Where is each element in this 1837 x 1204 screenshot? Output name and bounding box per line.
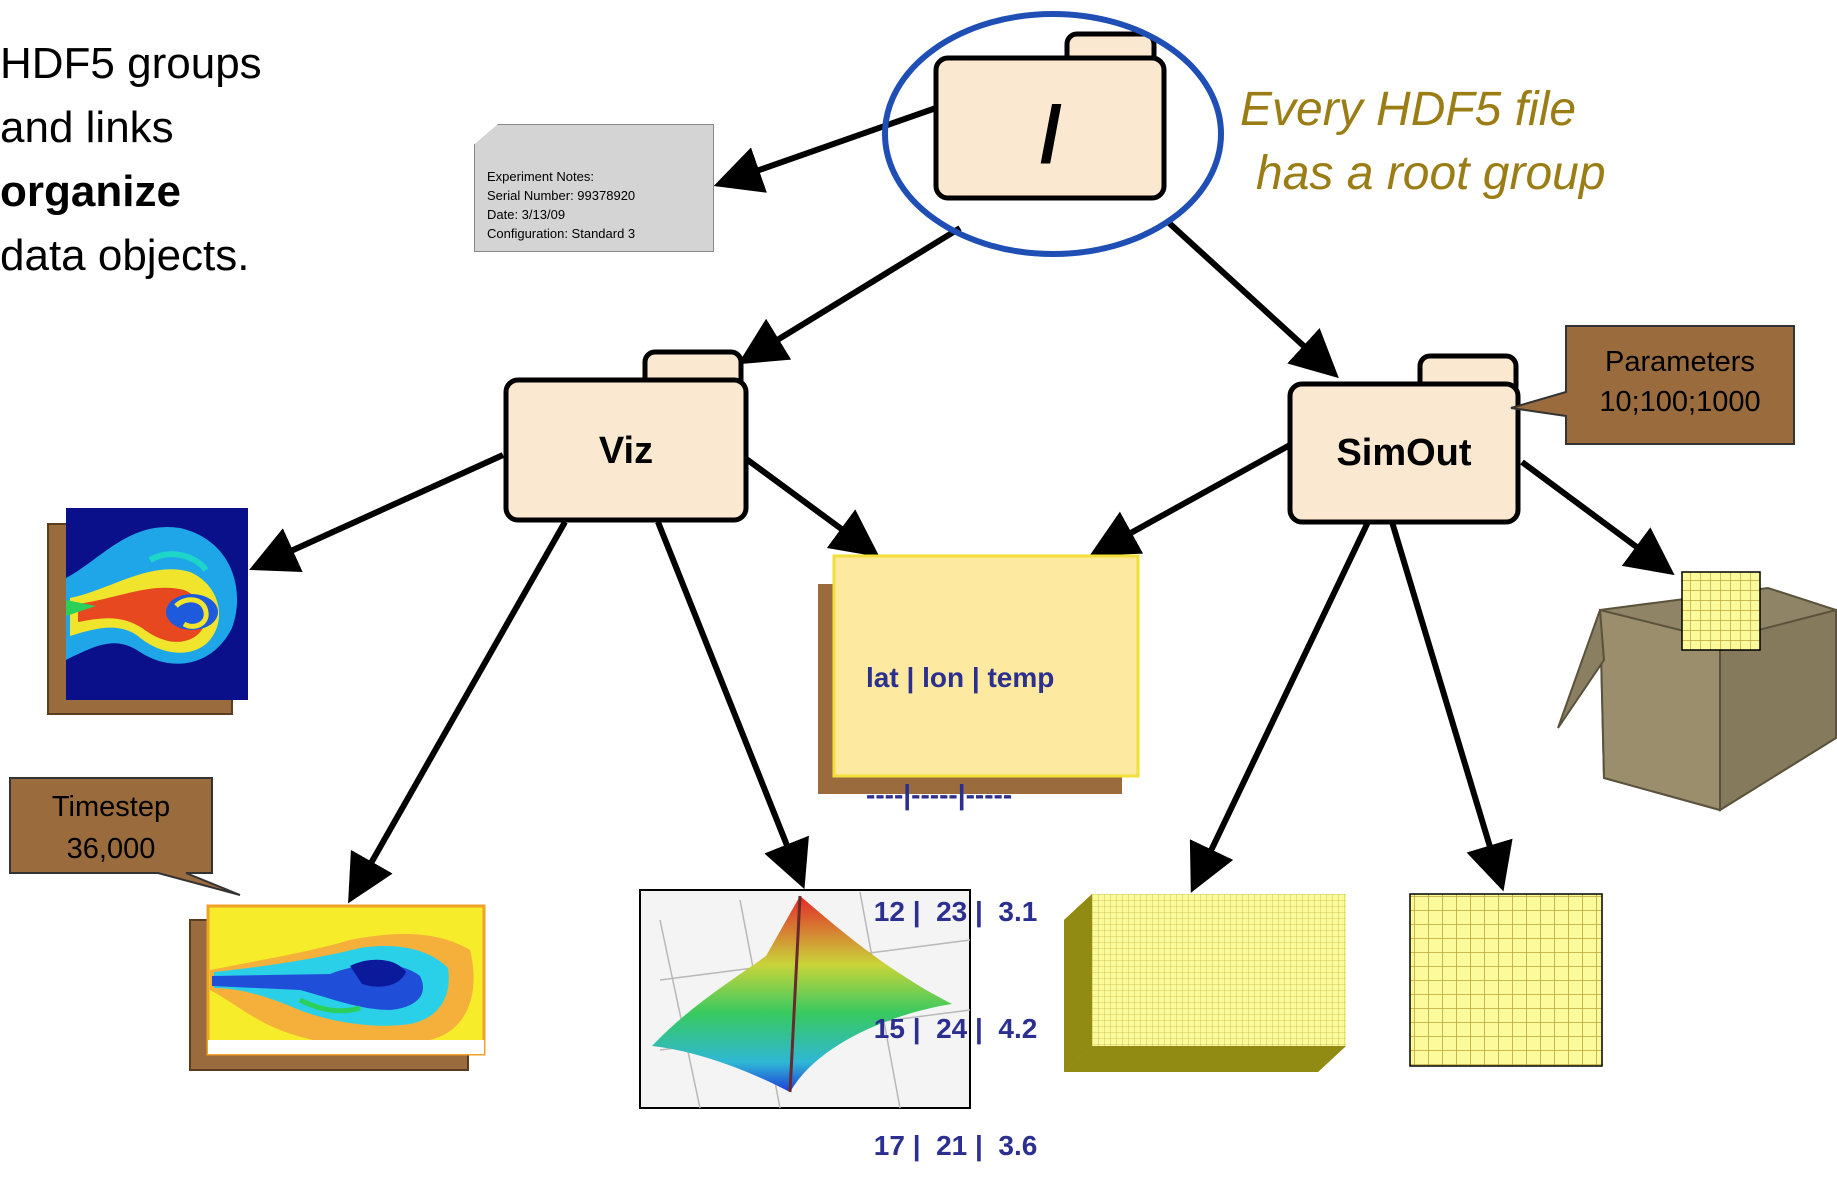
folder-body <box>933 55 1167 201</box>
link-viz-to-surface <box>655 520 809 890</box>
viz-group-label: Viz <box>598 430 654 472</box>
box-dataset <box>1557 571 1837 812</box>
timestep-callout <box>9 777 241 896</box>
table-row: 15 | 24 | 4.2 <box>866 1013 1038 1044</box>
link-viz-to-plume <box>348 520 568 904</box>
experiment-notes-attribute: Experiment Notes: Serial Number: 9937892… <box>474 124 714 252</box>
table-header: lat | lon | temp <box>866 662 1055 693</box>
timestep-callout-text: Timestep 36,000 <box>10 786 212 870</box>
intro-line-4: data objects. <box>0 231 250 280</box>
table-row: 12 | 23 | 3.1 <box>866 896 1038 927</box>
root-highlight-ellipse <box>882 11 1224 257</box>
intro-text: HDF5 groups and links organize data obje… <box>0 32 262 288</box>
parameters-line-1: Parameters <box>1605 346 1755 378</box>
notes-line-1: Experiment Notes: <box>487 169 594 184</box>
table-separator: ----|-----|----- <box>866 779 1013 810</box>
table-row: 17 | 21 | 3.6 <box>866 1130 1038 1161</box>
surface-plot-dataset <box>639 889 971 1109</box>
hdf5-structure-diagram: HDF5 groups and links organize data obje… <box>0 11 1837 1161</box>
table-dataset <box>818 554 1140 794</box>
plume-image-dataset <box>189 904 486 1071</box>
folder-body <box>503 377 749 523</box>
table-content: lat | lon | temp ----|-----|----- 12 | 2… <box>866 580 1054 1204</box>
root-group-note: Every HDF5 file has a root group <box>1240 78 1606 206</box>
intro-line-3: organize <box>0 167 181 216</box>
parameters-callout <box>1510 325 1795 445</box>
block-3d-dataset <box>1064 894 1346 1072</box>
link-simout-to-block <box>1189 520 1371 893</box>
link-simout-to-table <box>1089 442 1292 556</box>
notes-line-3: Date: 3/13/09 <box>487 207 566 222</box>
notes-line-2: Serial Number: 99378920 <box>487 188 636 203</box>
link-viz-to-table <box>743 455 880 558</box>
intro-line-2: and links <box>0 103 174 152</box>
viz-group-folder <box>503 349 749 523</box>
link-simout-to-box <box>1520 459 1675 576</box>
root-note-line-2: has a root group <box>1256 147 1606 200</box>
link-root-to-notes <box>713 105 937 193</box>
root-note-line-1: Every HDF5 file <box>1240 83 1577 136</box>
parameters-line-2: 10;100;1000 <box>1599 386 1761 418</box>
parameters-callout-text: Parameters 10;100;1000 <box>1566 342 1794 422</box>
timestep-line-1: Timestep <box>51 791 171 823</box>
link-arrows <box>249 105 1675 904</box>
vortex-image-dataset <box>47 508 248 715</box>
link-root-to-simout <box>1165 219 1339 379</box>
timestep-line-2: 36,000 <box>66 833 156 865</box>
intro-line-1: HDF5 groups <box>0 39 262 88</box>
link-root-to-viz <box>737 225 962 365</box>
grid-2d-dataset <box>1409 893 1603 1067</box>
simout-group-label: SimOut <box>1336 432 1472 474</box>
folder-body <box>1287 381 1521 525</box>
notes-line-4: Configuration: Standard 3 <box>487 226 636 241</box>
root-group-folder <box>933 31 1167 201</box>
simout-group-folder <box>1287 353 1521 525</box>
link-simout-to-grid <box>1389 521 1513 892</box>
link-viz-to-vortex <box>249 452 505 573</box>
root-group-label: / <box>1039 90 1063 179</box>
